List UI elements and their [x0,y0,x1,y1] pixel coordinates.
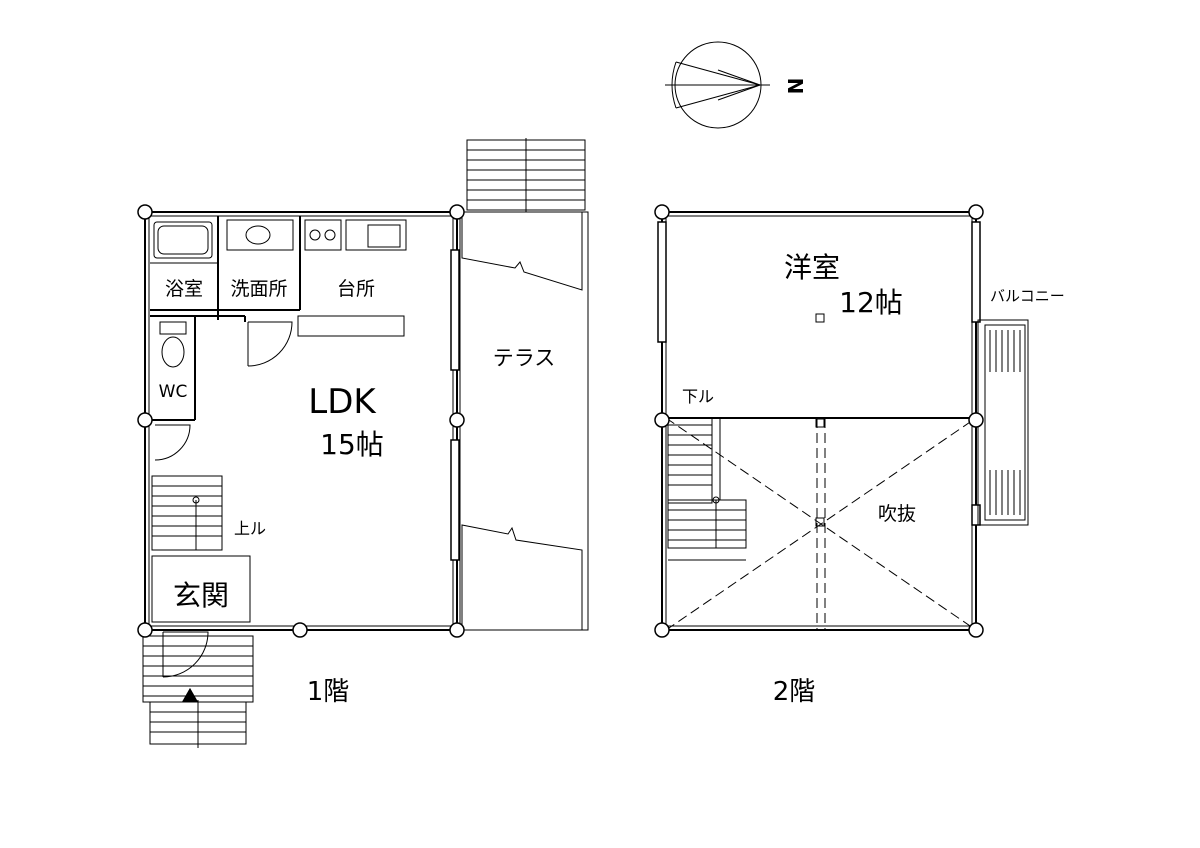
ldk-label: LDK [308,382,377,422]
compass-icon [665,41,770,129]
floor1-caption: 1階 [307,677,350,707]
balcony-label: バルコニー [990,287,1065,305]
stair-down-label: 下ル [682,387,714,406]
floor2-plan [654,204,1029,638]
bath-label: 浴室 [165,278,203,300]
floor2-caption: 2階 [773,677,816,707]
terrace-label: テラス [493,346,556,370]
north-label: N [783,78,807,95]
washroom-label: 洗面所 [230,278,287,300]
western-room-size-label: 12帖 [839,286,903,319]
stair-up-label: 上ル [234,519,266,538]
entrance-label: 玄関 [173,579,229,612]
ldk-size-label: 15帖 [320,428,384,461]
kitchen-label: 台所 [337,278,375,300]
western-room-label: 洋室 [784,251,840,284]
floor1-plan [137,138,589,748]
void-label: 吹抜 [878,503,916,525]
wc-label: WC [159,382,188,402]
